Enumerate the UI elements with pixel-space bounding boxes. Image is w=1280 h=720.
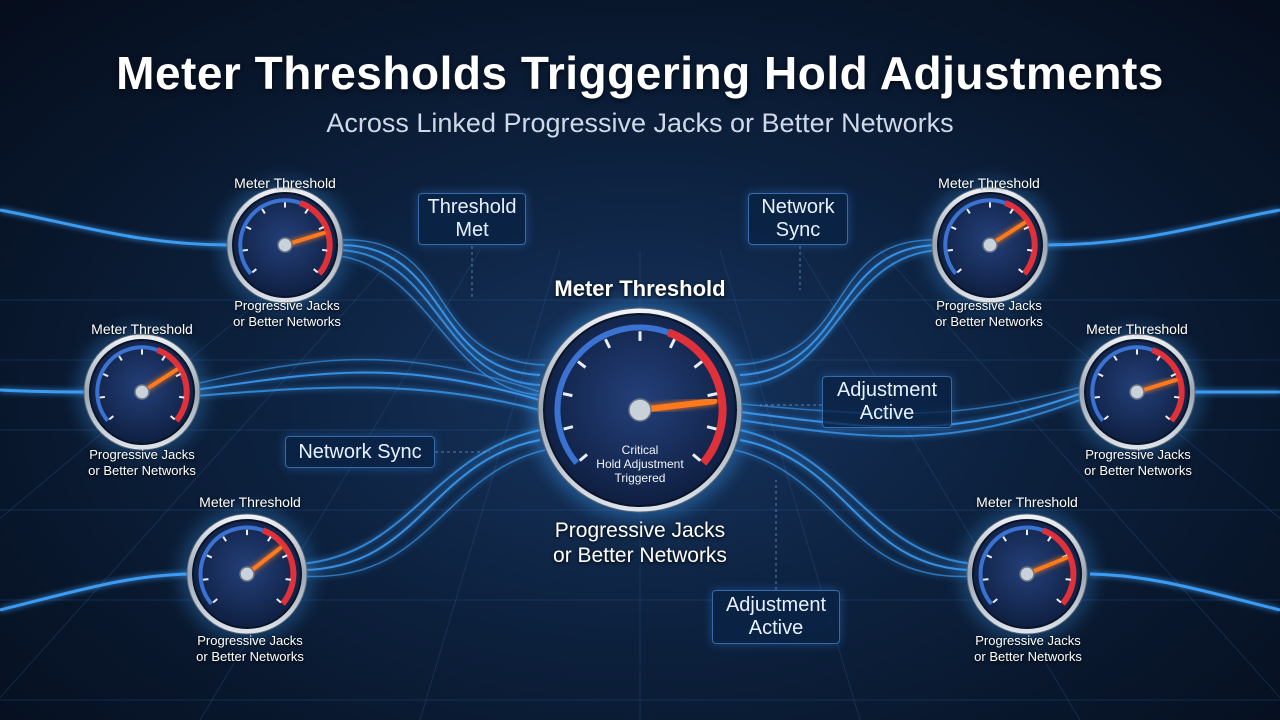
page-title: Meter Thresholds Triggering Hold Adjustm… (116, 47, 1164, 99)
gauge-top-left-title: Meter Threshold (234, 175, 336, 191)
gauge-mid-left (76, 326, 208, 458)
gauge-top-right (924, 179, 1056, 311)
tag-network-sync-left: Network Sync (285, 436, 435, 468)
gauge-mid-right-title: Meter Threshold (1086, 321, 1188, 337)
tag-connectors (435, 246, 822, 590)
gauge-bottom-right-title: Meter Threshold (976, 494, 1078, 510)
gauge-top-right-title: Meter Threshold (938, 175, 1040, 191)
gauge-bottom-left-title: Meter Threshold (199, 494, 301, 510)
gauge-mid-left-title: Meter Threshold (91, 321, 193, 337)
gauge-top-left (219, 179, 351, 311)
gauge-bottom-left (179, 506, 315, 642)
data-streams (0, 208, 1280, 612)
center-gauge-title: Meter Threshold (554, 276, 726, 301)
page-subtitle: Across Linked Progressive Jacks or Bette… (326, 108, 954, 138)
gauge-bottom-right (959, 506, 1095, 642)
center-gauge (530, 300, 750, 520)
floor-grid (0, 249, 1280, 720)
gauge-mid-right (1071, 326, 1203, 458)
